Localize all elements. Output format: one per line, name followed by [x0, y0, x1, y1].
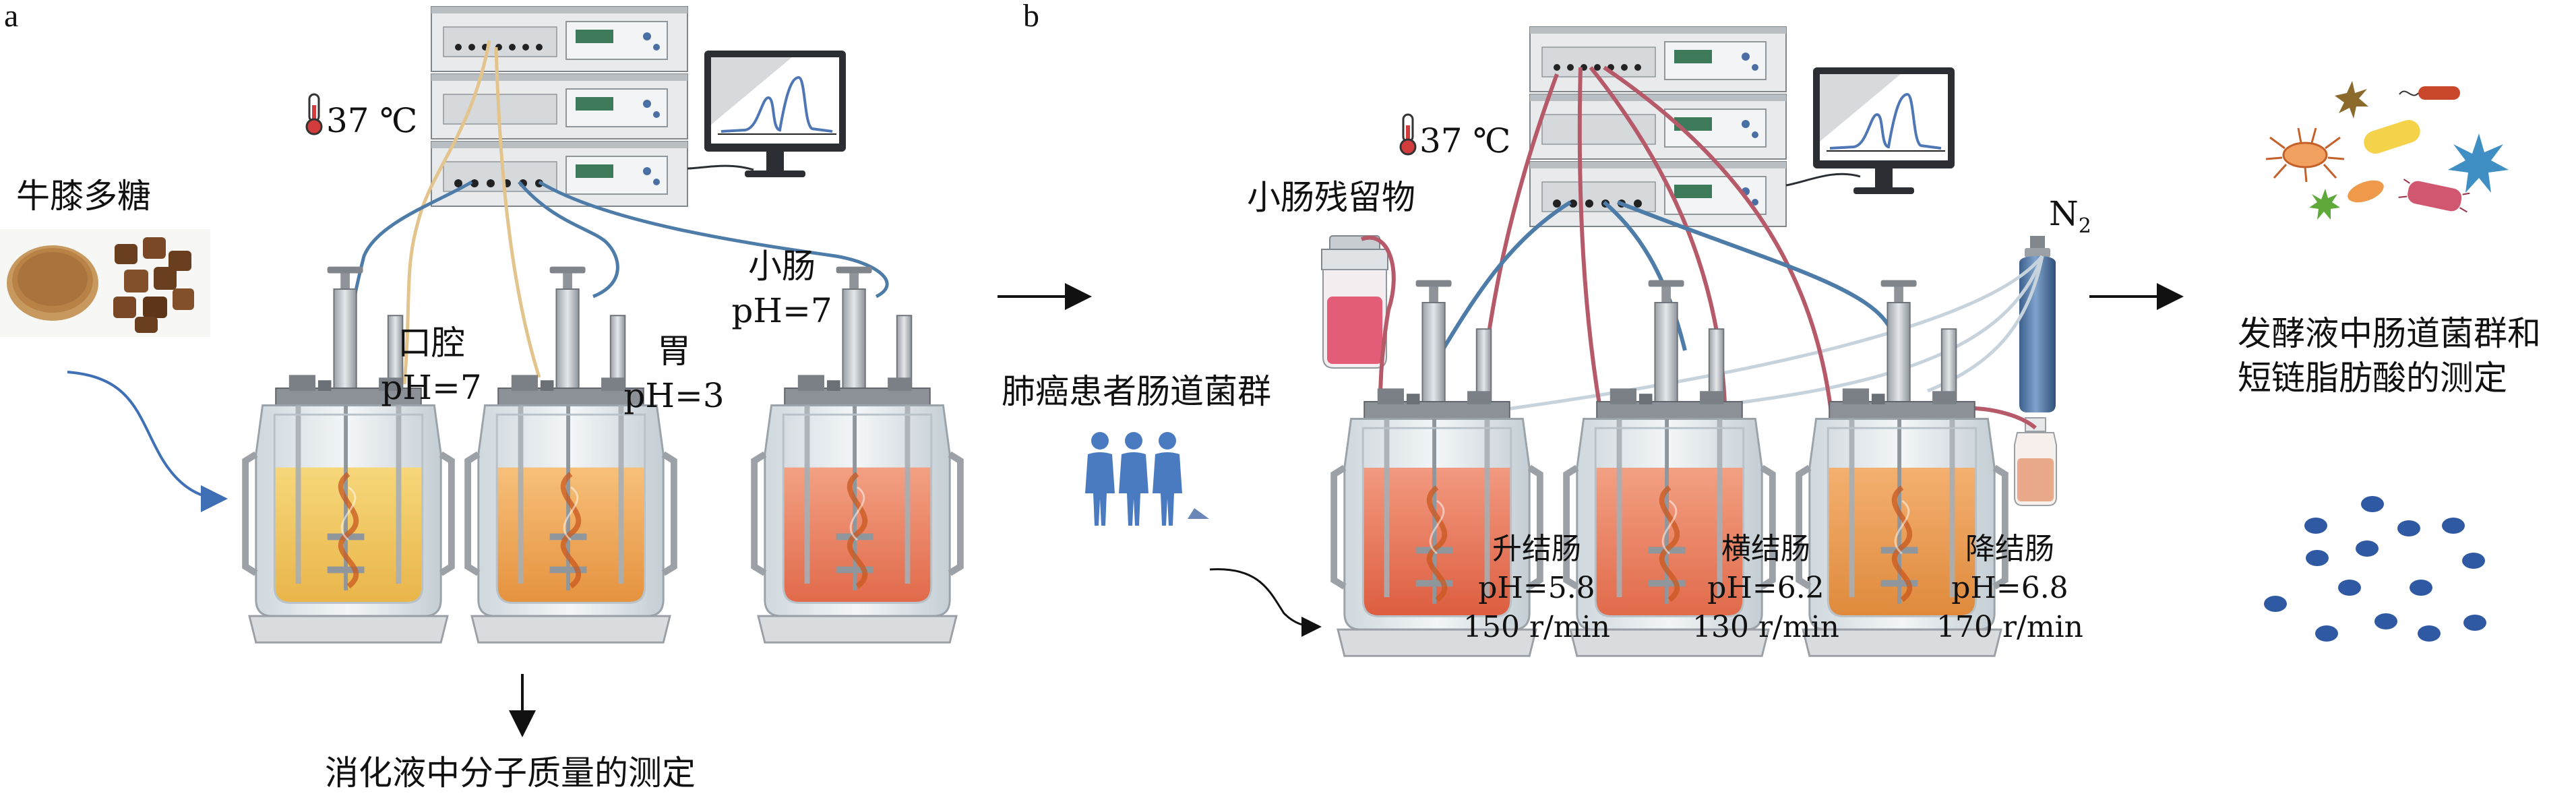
- vessel-small-intestine-ph: pH=7: [731, 291, 832, 330]
- bacteria-icon: [2265, 81, 2509, 220]
- output-label-b-line1: 发酵液中肠道菌群和: [2238, 314, 2541, 353]
- thermometer-icon-b: [1399, 113, 1417, 156]
- temperature-label-b: 37 ℃: [1419, 121, 1511, 160]
- vessel-ascending-ph: pH=5.8: [1478, 571, 1595, 605]
- vessel-ascending-name: 升结肠: [1492, 532, 1581, 566]
- vessel-small-intestine-name: 小肠: [748, 247, 816, 286]
- reactor-oral: [245, 267, 452, 643]
- inoculum-label: 肺癌患者肠道菌群: [1002, 372, 1271, 411]
- gas-subscript: 2: [2078, 214, 2091, 238]
- panel-label-b: b: [1023, 0, 1039, 34]
- output-label-b-line2: 短链脂肪酸的测定: [2238, 359, 2507, 398]
- thermometer-icon-a: [305, 93, 323, 135]
- vessel-ascending-speed: 150 r/min: [1463, 610, 1610, 644]
- output-label-a: 消化液中分子质量的测定: [325, 753, 696, 793]
- residue-label: 小肠残留物: [1247, 178, 1415, 217]
- vessel-transverse-speed: 130 r/min: [1692, 610, 1839, 644]
- reactor-transverse-colon: [1566, 280, 1773, 656]
- curved-arrow-b: [1209, 568, 1322, 637]
- residue-bottle-icon: [1321, 235, 1388, 369]
- reactor-ascending-colon: [1334, 280, 1540, 656]
- gas-label: N2: [2049, 193, 2091, 247]
- controller-stack-b: [1529, 26, 1787, 227]
- gas-cylinder-icon: [2019, 236, 2056, 412]
- vessel-descending-speed: 170 r/min: [1936, 610, 2083, 644]
- people-icon: [1085, 432, 1209, 526]
- gas-symbol: N: [2049, 194, 2079, 233]
- panel-label-a: a: [4, 0, 19, 34]
- reactor-stomach: [468, 267, 674, 643]
- curved-arrow-a: [67, 371, 228, 512]
- reactor-descending-colon: [1799, 280, 2005, 656]
- scfa-molecules-icon: [2264, 496, 2486, 642]
- feed-bottle-icon: [2014, 417, 2057, 506]
- vessel-stomach-name: 胃: [657, 332, 691, 371]
- vessel-stomach-ph: pH=3: [623, 376, 725, 415]
- substrate-label: 牛膝多糖: [16, 177, 151, 216]
- vessel-transverse-name: 横结肠: [1721, 532, 1810, 566]
- reactor-small-intestine: [754, 267, 960, 643]
- vessel-oral-name: 口腔: [398, 323, 465, 363]
- vessel-transverse-ph: pH=6.2: [1707, 571, 1824, 605]
- vessel-descending-ph: pH=6.8: [1951, 571, 2068, 605]
- vessel-oral-ph: pH=7: [381, 368, 482, 407]
- temperature-label-a: 37 ℃: [326, 101, 418, 140]
- polysaccharide-photo: [0, 229, 210, 337]
- monitor-a: [703, 49, 847, 179]
- vessel-descending-name: 降结肠: [1965, 532, 2054, 566]
